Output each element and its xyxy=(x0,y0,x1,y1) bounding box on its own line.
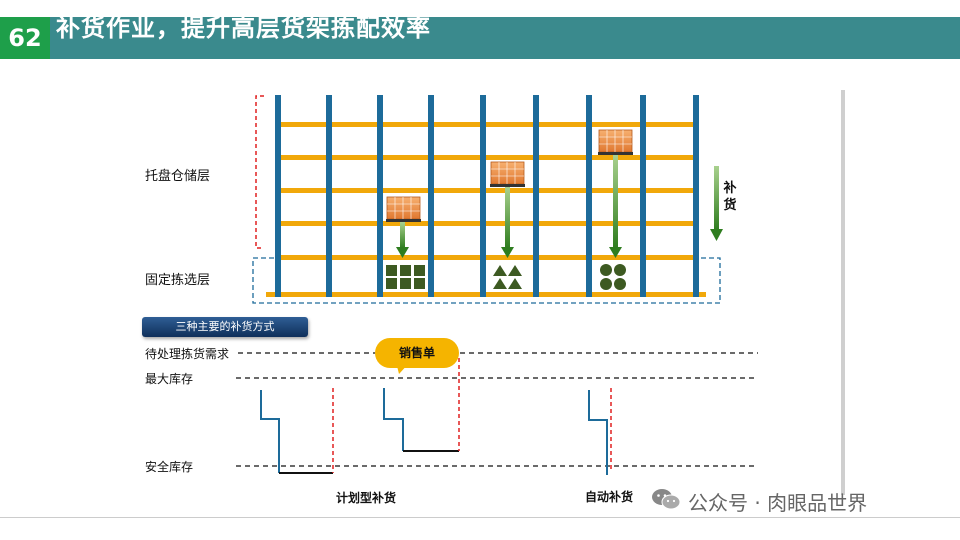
rack-post xyxy=(533,95,539,297)
header-bar xyxy=(0,17,960,59)
rack-post xyxy=(586,95,592,297)
slide-title: 补货作业，提升高层货架拣配效率 xyxy=(56,14,431,42)
replenish-vertical-label: 补货 xyxy=(723,181,737,213)
rack-post xyxy=(640,95,646,297)
rack-post xyxy=(377,95,383,297)
auto-replenish-label: 自动补货 xyxy=(585,490,634,504)
pick-items-triangles xyxy=(493,265,522,289)
slide-bottom-divider xyxy=(0,517,960,518)
pending-demand-label: 待处理拣货需求 xyxy=(145,347,230,361)
slide-number-badge: 62 xyxy=(0,17,50,59)
rack-posts xyxy=(275,95,699,297)
rack-post xyxy=(275,95,281,297)
order-stock-curve xyxy=(383,358,460,452)
storage-bracket xyxy=(255,95,264,249)
safety-stock-label: 安全库存 xyxy=(145,460,194,474)
planned-replenish-label: 计划型补货 xyxy=(336,491,397,505)
pallet-storage-label: 托盘仓储层 xyxy=(145,169,211,184)
replenish-arrow-2 xyxy=(501,187,514,258)
fixed-picking-label: 固定拣选层 xyxy=(145,273,211,288)
pick-items-circles xyxy=(600,264,626,290)
pick-items-squares xyxy=(386,265,425,289)
max-stock-label: 最大库存 xyxy=(145,372,194,386)
rack-post xyxy=(480,95,486,297)
rack-post xyxy=(326,95,332,297)
replenish-arrow-3 xyxy=(609,155,622,258)
pallet-box-3 xyxy=(598,129,633,155)
pallet-box-2 xyxy=(490,161,525,187)
pallet-box-1 xyxy=(386,196,421,222)
sales-order-bubble: 销售单 xyxy=(375,338,459,368)
auto-stock-curve xyxy=(588,388,612,475)
planned-stock-curve xyxy=(260,388,334,474)
methods-title-pill: 三种主要的补货方式 xyxy=(142,317,308,337)
replenish-direction-arrow xyxy=(710,166,723,241)
rack-post xyxy=(428,95,434,297)
replenish-arrow-1 xyxy=(396,222,409,258)
rack-post xyxy=(693,95,699,297)
watermark: 公众号 · 肉眼品世界 xyxy=(650,487,867,516)
slide-right-edge xyxy=(841,90,845,495)
watermark-text: 公众号 · 肉眼品世界 xyxy=(688,491,868,515)
wechat-icon xyxy=(650,487,682,516)
